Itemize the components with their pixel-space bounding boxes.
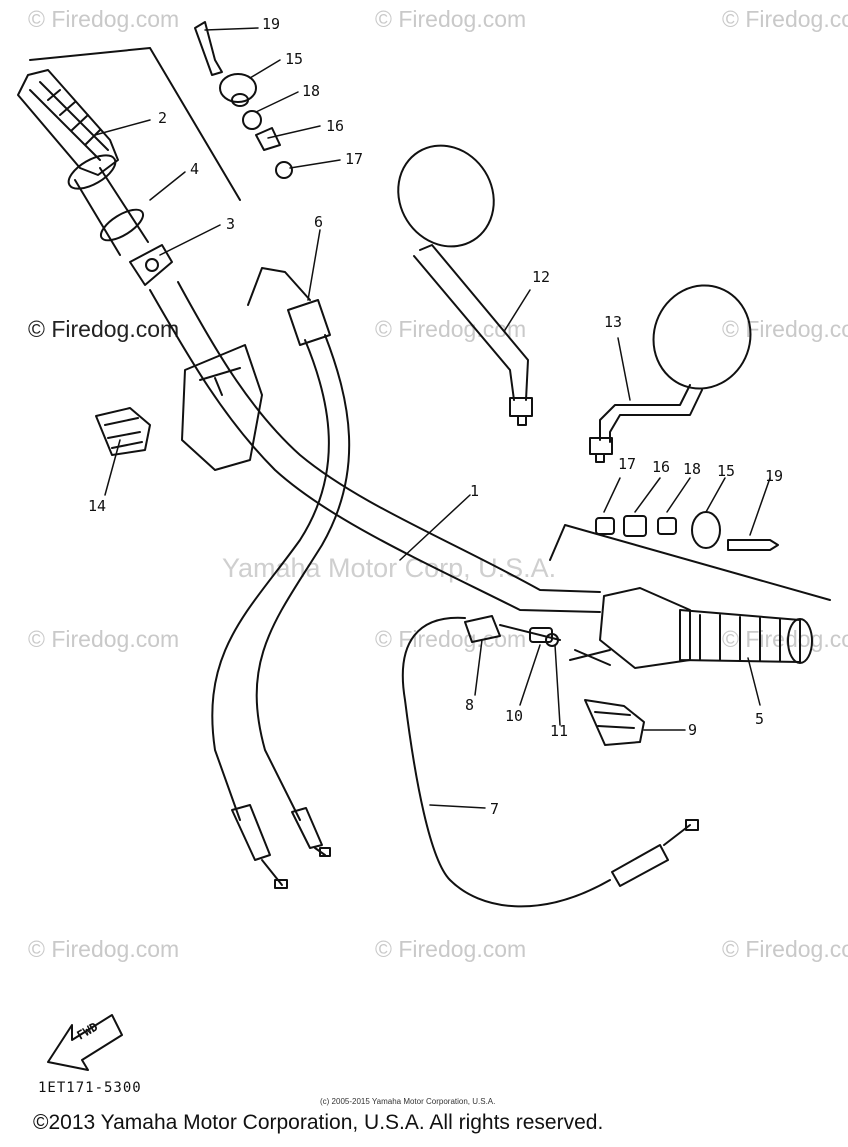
watermark: © Firedog.com [375, 936, 527, 962]
mirror-right [589, 284, 752, 463]
part-label-13: 13 [604, 313, 623, 331]
watermark: © Firedog.com [722, 316, 848, 342]
watermark: © Firedog.com [28, 626, 180, 652]
fwd-label: FWD [75, 1020, 101, 1043]
part-label-19b: 19 [765, 467, 784, 485]
right-hardware [549, 511, 831, 601]
part-label-3: 3 [226, 215, 236, 233]
part-label-18b: 18 [683, 460, 702, 478]
part-14 [95, 407, 151, 456]
leader-lines [94, 27, 771, 809]
document-code: 1ET171-5300 [38, 1080, 142, 1096]
watermark: © Firedog.com [28, 6, 180, 32]
part-label-9: 9 [688, 721, 698, 739]
handlebar [149, 281, 601, 613]
part-label-1: 1 [470, 482, 480, 500]
right-grip [569, 587, 813, 669]
part-label-8: 8 [465, 696, 475, 714]
part-label-17b: 17 [618, 455, 637, 473]
mirror-left [397, 144, 533, 426]
small-copyright: (c) 2005-2015 Yamaha Motor Corporation, … [320, 1097, 496, 1106]
footer-copyright: ©2013 Yamaha Motor Corporation, U.S.A. A… [33, 1111, 604, 1134]
cable-7 [401, 615, 699, 908]
part-label-5: 5 [755, 710, 765, 728]
part-label-16a: 16 [326, 117, 345, 135]
watermark: © Firedog.com [722, 936, 848, 962]
left-bar-end [74, 167, 173, 286]
part-label-15a: 15 [285, 50, 304, 68]
part-label-11: 11 [550, 722, 569, 740]
left-grip [17, 69, 119, 190]
part-label-15b: 15 [717, 462, 736, 480]
part-label-18a: 18 [302, 82, 321, 100]
part-label-4: 4 [190, 160, 200, 178]
part-9 [584, 699, 645, 746]
upper-hardware [29, 21, 293, 201]
watermark: © Firedog.com [722, 626, 848, 652]
part-label-14: 14 [88, 497, 107, 515]
part-label-10: 10 [505, 707, 524, 725]
part-label-2: 2 [158, 109, 168, 127]
watermark: © Firedog.com [375, 6, 527, 32]
part-label-7: 7 [490, 800, 500, 818]
part-label-19a: 19 [262, 15, 281, 33]
watermark: © Firedog.com [375, 626, 527, 652]
part-label-17a: 17 [345, 150, 364, 168]
fwd-arrow-icon [47, 1014, 123, 1071]
watermark: © Firedog.com [722, 6, 848, 32]
throttle-cables [211, 267, 351, 889]
left-switch-housing [181, 344, 263, 471]
watermark: © Firedog.com [28, 936, 180, 962]
part-label-12: 12 [532, 268, 551, 286]
part-label-6: 6 [314, 213, 324, 231]
watermark: © Firedog.com [28, 316, 180, 342]
part-label-16b: 16 [652, 458, 671, 476]
